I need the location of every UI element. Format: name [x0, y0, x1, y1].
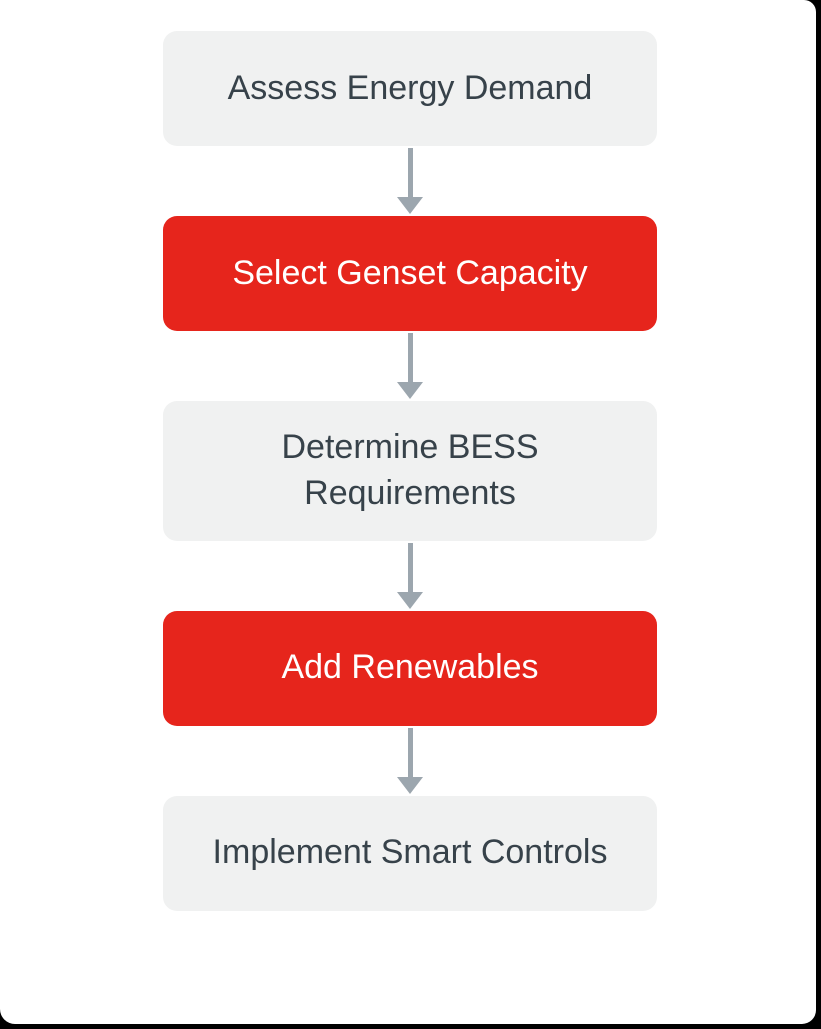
- step-determine-bess-requirements: Determine BESS Requirements: [163, 401, 657, 541]
- step-add-renewables: Add Renewables: [163, 610, 657, 726]
- step-label: Assess Energy Demand: [227, 68, 593, 107]
- flowchart: Assess Energy Demand Select Genset Capac…: [163, 0, 657, 911]
- arrow-shaft: [407, 148, 413, 197]
- arrow-shaft: [407, 542, 413, 592]
- arrow-head: [397, 776, 423, 794]
- step-label: Implement Smart Controls: [212, 833, 608, 872]
- step-label: Select Genset Capacity: [232, 253, 588, 292]
- step-label: Add Renewables: [281, 648, 539, 687]
- step-assess-energy-demand: Assess Energy Demand: [163, 31, 657, 146]
- arrow-shaft: [407, 333, 413, 382]
- step-implement-smart-controls: Implement Smart Controls: [163, 795, 657, 911]
- arrow-down-icon: [397, 542, 423, 609]
- step-label: Determine BESS Requirements: [281, 428, 539, 512]
- arrow-down-icon: [397, 333, 423, 399]
- arrow-down-icon: [397, 727, 423, 794]
- arrow-shaft: [407, 727, 413, 777]
- arrow-head: [397, 197, 423, 214]
- step-select-genset-capacity: Select Genset Capacity: [163, 216, 657, 331]
- arrow-head: [397, 591, 423, 609]
- arrow-head: [397, 382, 423, 399]
- arrow-down-icon: [397, 148, 423, 214]
